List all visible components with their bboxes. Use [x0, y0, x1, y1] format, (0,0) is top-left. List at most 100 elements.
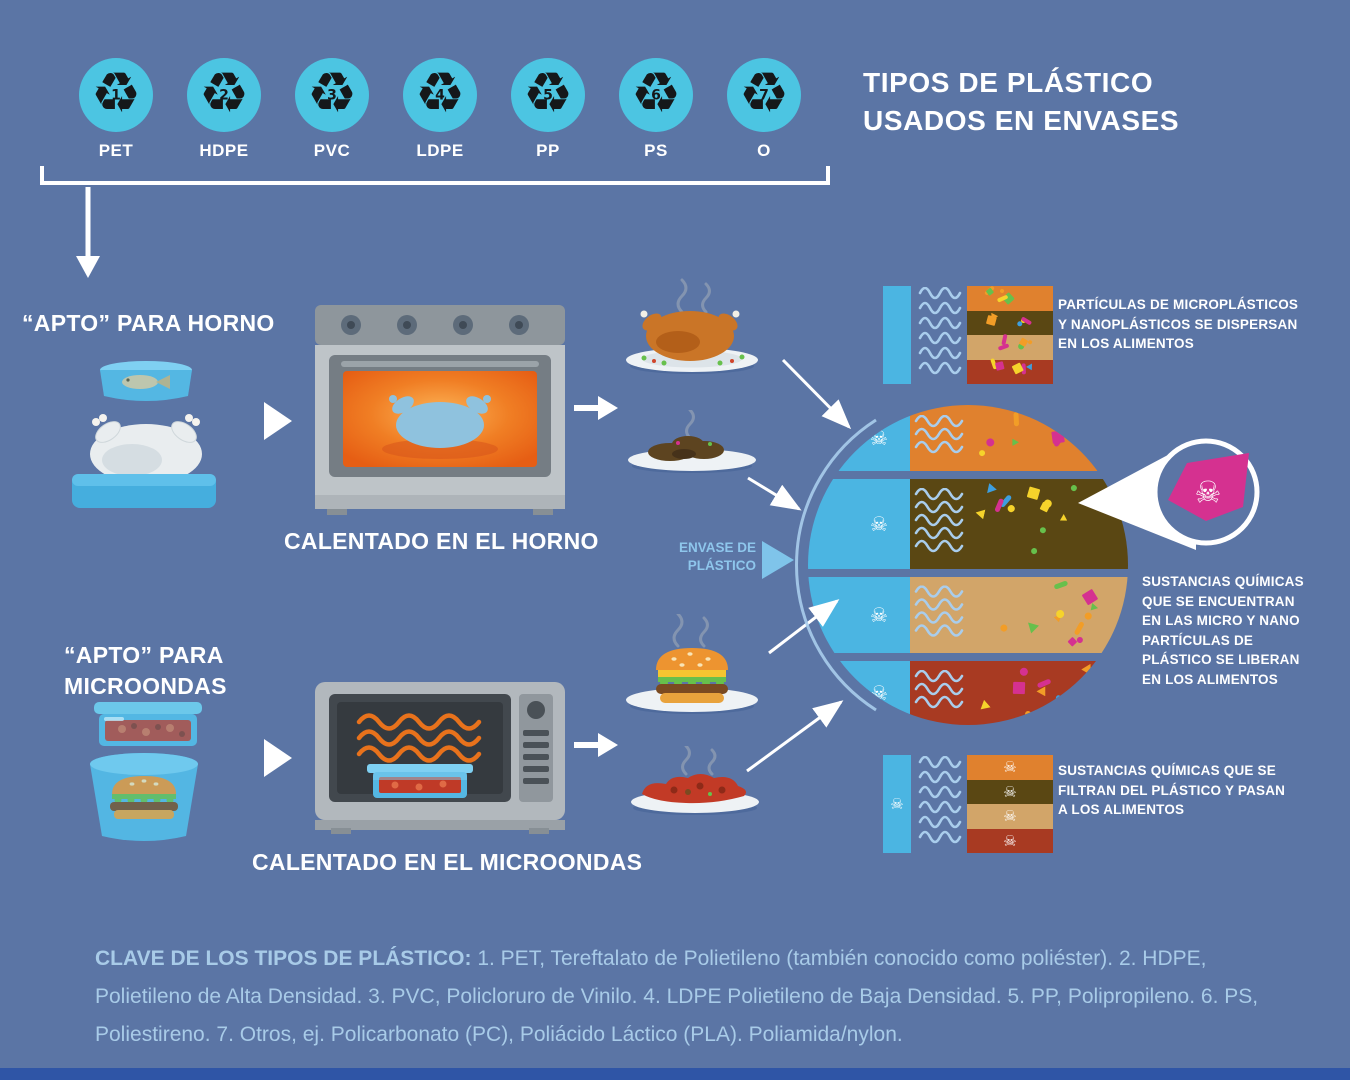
- heat-waves-icon: [918, 756, 962, 844]
- plastic-layer: [808, 479, 910, 569]
- microwave-heat-waves-icon: [356, 713, 482, 763]
- food-layers: ☠ ☠ ☠ ☠: [967, 755, 1053, 853]
- plastic-type-label: PET: [98, 141, 134, 160]
- confetti-particle: [1027, 338, 1034, 345]
- steam-icon: [672, 614, 709, 648]
- pie-band-2: ☠: [808, 479, 1128, 569]
- plastic-type-3: ♻ 3 PVC: [278, 58, 386, 161]
- plastic-type-5: ♻ 5 PP: [494, 58, 602, 161]
- plastic-type-label: PS: [644, 141, 668, 160]
- recycling-glyph: ♻: [738, 60, 790, 126]
- dispersion-arrow-2: [747, 476, 802, 511]
- stack-band-4: [967, 357, 1053, 384]
- annotation-leach: SUSTANCIAS QUÍMICAS QUE SE FILTRAN DEL P…: [1058, 763, 1286, 818]
- microwave-caption: CALENTADO EN EL MICROONDAS: [252, 849, 643, 875]
- stack-band-1: ☠: [967, 755, 1053, 780]
- annotation-dispersion: PARTÍCULAS DE MICROPLÁSTICOS Y NANOPLÁST…: [1058, 297, 1299, 352]
- stack-band-2: ☠: [967, 779, 1053, 804]
- recycling-number: 3: [327, 87, 337, 104]
- confetti-particle: [1026, 362, 1035, 371]
- pie-band-4: ☠: [808, 661, 1128, 725]
- heat-waves-icon: [914, 585, 964, 637]
- skull-icon: ☠: [1195, 476, 1222, 511]
- confetti-particle: [999, 288, 1005, 294]
- skull-icon: ☠: [1003, 807, 1017, 826]
- right-arrow-microwave-head: [598, 733, 618, 757]
- confetti-particle: [1051, 430, 1065, 444]
- burger-container-illustration: [90, 753, 198, 841]
- infographic-title: TIPOS DE PLÁSTICO USADOS EN ENVASES: [863, 67, 1180, 136]
- plastic-type-label: LDPE: [416, 141, 464, 160]
- heat-waves-icon: [914, 415, 964, 454]
- skull-icon: ☠: [870, 512, 888, 536]
- recycling-glyph: ♻: [522, 60, 574, 126]
- envase-arrow: [762, 541, 794, 579]
- fish-container-illustration: [100, 361, 192, 401]
- recycling-glyph: ♻: [90, 60, 142, 126]
- oven-illustration: [315, 305, 565, 515]
- pie-band-3: ☠: [808, 577, 1128, 653]
- steam-icon: [681, 746, 717, 776]
- stack-band-3: ☠: [967, 804, 1053, 829]
- oven-caption: CALENTADO EN EL HORNO: [284, 528, 599, 554]
- plastic-type-6: ♻ 6 PS: [602, 58, 710, 161]
- oven-section-heading: “APTO” PARA HORNO: [22, 310, 275, 336]
- stack-band-2: [967, 310, 1053, 335]
- recycling-icon: ♻ 1: [79, 58, 153, 132]
- recycling-icon: ♻ 3: [295, 58, 369, 132]
- plastic-type-label: PVC: [313, 141, 351, 160]
- annotation-release: SUSTANCIAS QUÍMICAS QUE SE ENCUENTRAN EN…: [1142, 574, 1304, 687]
- plastic-type-label: PP: [536, 141, 560, 160]
- recycling-glyph: ♻: [198, 60, 250, 126]
- recycling-number: 5: [543, 87, 553, 104]
- plastic-layer: [808, 661, 910, 725]
- recycling-number: 1: [111, 87, 121, 104]
- stack-band-3: [967, 334, 1053, 360]
- confetti-particle: [1013, 681, 1026, 695]
- roast-turkey-plate-illustration: [626, 278, 758, 374]
- food-container-illustration: [94, 702, 202, 746]
- plastic-type-7: ♻ 7 O: [710, 58, 818, 161]
- plastics-key-body: 1. PET, Tereftalato de Polietileno (tamb…: [95, 947, 1259, 1046]
- footer-bar: [0, 1068, 1350, 1080]
- skull-icon: ☠: [890, 795, 904, 813]
- turkey-tray-illustration: [72, 414, 216, 508]
- skull-icon: ☠: [1003, 758, 1017, 777]
- microwave-flow-arrow: [264, 739, 292, 777]
- plastics-key-lead: CLAVE DE LOS TIPOS DE PLÁSTICO:: [95, 947, 472, 970]
- skull-icon: ☠: [1003, 782, 1017, 801]
- down-arrow-head: [76, 256, 100, 278]
- food-layers: [967, 285, 1053, 384]
- steam-icon: [685, 410, 695, 440]
- plastic-bar: [883, 286, 911, 384]
- confetti-particle: [1021, 316, 1033, 325]
- recycling-number: 2: [219, 87, 229, 104]
- confetti-particle: [1013, 412, 1019, 427]
- magnifier-lens: [1152, 438, 1260, 546]
- stack-band-4: ☠: [967, 828, 1053, 853]
- plastic-type-4: ♻ 4 LDPE: [386, 58, 494, 161]
- recycling-icon: ♻ 2: [187, 58, 261, 132]
- microwave-illustration: [315, 682, 565, 834]
- plastic-type-1: ♻ 1 PET: [62, 58, 170, 161]
- toxin-particle: [1168, 453, 1249, 521]
- recycling-number: 6: [651, 87, 661, 104]
- envase-label: ENVASE DE PLÁSTICO: [678, 540, 756, 574]
- recycling-icon: ♻ 5: [511, 58, 585, 132]
- microplastics-stack-diagram: [883, 285, 1053, 384]
- plastic-type-label: O: [757, 141, 771, 160]
- burger-plate-illustration: [626, 614, 758, 714]
- stack-band-1: [967, 285, 1053, 311]
- recycling-icon: ♻ 7: [727, 58, 801, 132]
- recycling-glyph: ♻: [630, 60, 682, 126]
- chemicals-stack-diagram: ☠ ☠ ☠ ☠ ☠: [883, 755, 1053, 853]
- plastic-layer: [808, 405, 910, 471]
- plastic-layer: [808, 577, 910, 653]
- skull-icon: ☠: [870, 603, 888, 627]
- heat-waves-icon: [914, 670, 964, 709]
- microwave-section-heading: “APTO” PARA MICROONDAS: [64, 642, 227, 700]
- recycling-glyph: ♻: [414, 60, 466, 126]
- plastic-bar: ☠: [883, 755, 911, 853]
- plastic-type-label: HDPE: [199, 141, 249, 160]
